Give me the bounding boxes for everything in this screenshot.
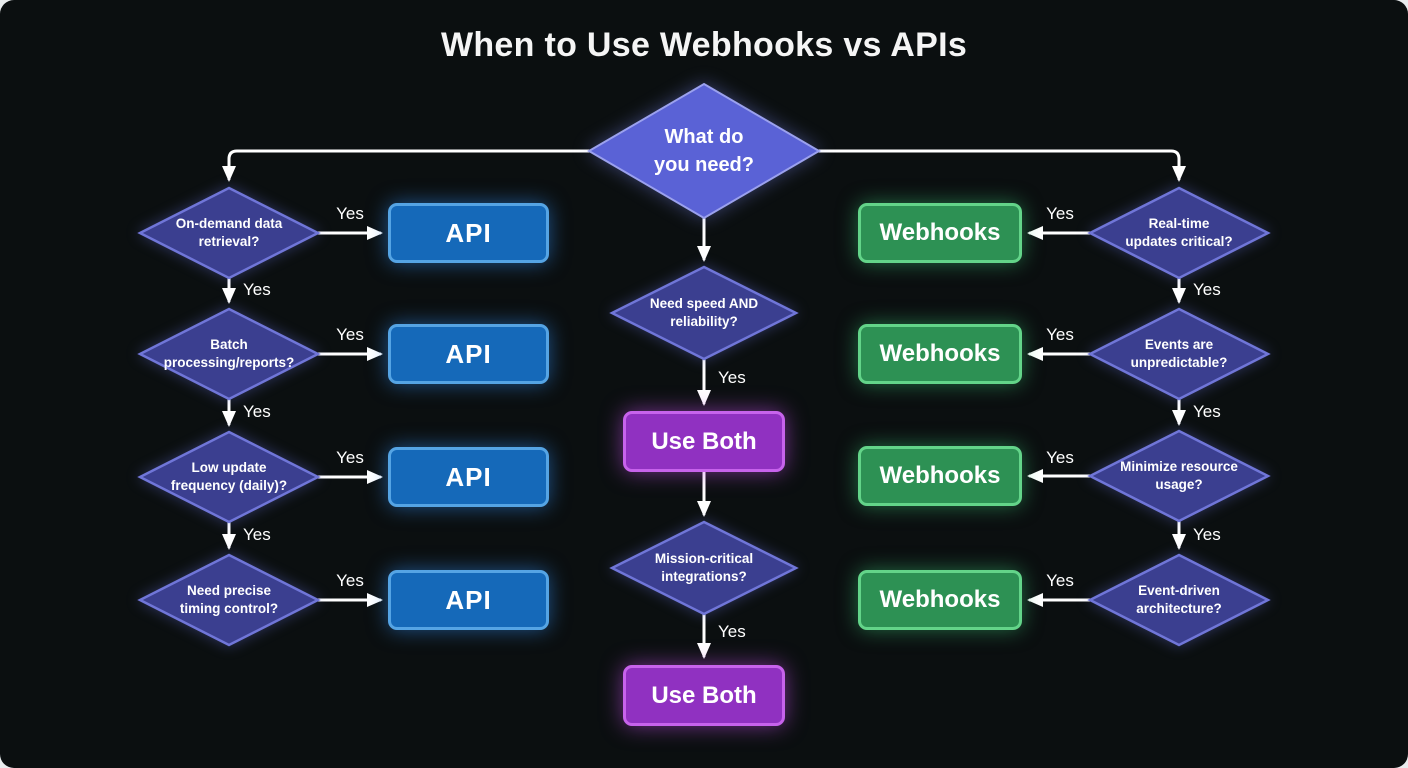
result-box-api-3: API (388, 447, 549, 507)
result-box-webhooks-1: Webhooks (858, 203, 1022, 263)
decision-diamond-left-4 (137, 553, 321, 647)
result-box-use-both-1: Use Both (623, 411, 785, 472)
result-box-webhooks-4: Webhooks (858, 570, 1022, 630)
yes-label-right-q2-webhooks: Yes (1046, 325, 1074, 344)
yes-label-mid-q2-both: Yes (718, 622, 746, 641)
decision-diamond-right-2 (1087, 307, 1271, 401)
result-box-use-both-2: Use Both (623, 665, 785, 726)
yes-label-right-q1-q2: Yes (1193, 280, 1221, 299)
result-box-api-4: API (388, 570, 549, 630)
yes-label-left-q3-q4: Yes (243, 525, 271, 544)
yes-label-mid-q1-both: Yes (718, 368, 746, 387)
decision-diamond-mid-2 (609, 520, 799, 616)
decision-diamond-right-3 (1087, 429, 1271, 523)
decision-diamond-root (587, 82, 821, 220)
result-box-webhooks-2: Webhooks (858, 324, 1022, 384)
result-box-webhooks-3: Webhooks (858, 446, 1022, 506)
yes-label-right-q2-q3: Yes (1193, 402, 1221, 421)
yes-label-right-q1-webhooks: Yes (1046, 204, 1074, 223)
decision-diamond-right-4 (1087, 553, 1271, 647)
yes-label-left-q1-api: Yes (336, 204, 364, 223)
decision-diamond-left-3 (137, 430, 321, 524)
result-box-api-1: API (388, 203, 549, 263)
decision-diamond-left-2 (137, 307, 321, 401)
yes-label-left-q2-q3: Yes (243, 402, 271, 421)
yes-label-right-q3-q4: Yes (1193, 525, 1221, 544)
decision-diamond-right-1 (1087, 186, 1271, 280)
yes-label-left-q4-api: Yes (336, 571, 364, 590)
yes-label-left-q1-q2: Yes (243, 280, 271, 299)
yes-label-left-q2-api: Yes (336, 325, 364, 344)
connector-root-to-right-branch (817, 149, 1186, 182)
decision-diamond-mid-1 (609, 265, 799, 361)
result-box-api-2: API (388, 324, 549, 384)
yes-label-right-q3-webhooks: Yes (1046, 448, 1074, 467)
connector-root-to-left-branch (222, 149, 591, 182)
yes-label-right-q4-webhooks: Yes (1046, 571, 1074, 590)
yes-label-left-q3-api: Yes (336, 448, 364, 467)
decision-diamond-left-1 (137, 186, 321, 280)
page-title: When to Use Webhooks vs APIs (440, 26, 968, 64)
